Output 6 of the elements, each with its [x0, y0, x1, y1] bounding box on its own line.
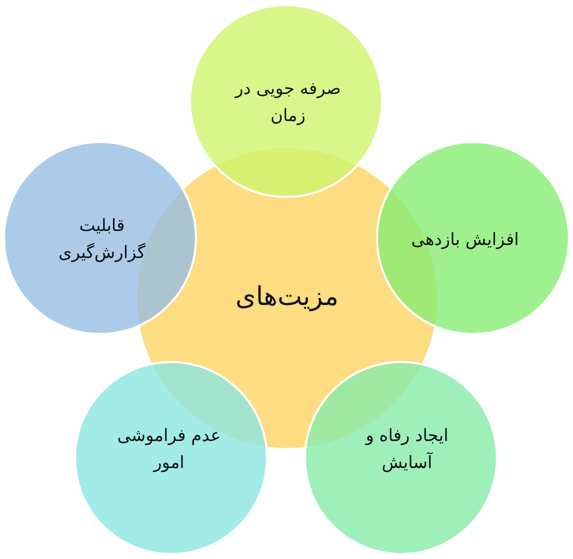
benefit-text: ایجاد رفاه و آسایش [364, 425, 450, 476]
benefit-text: افزایش بازدهی [410, 228, 520, 252]
benefit-text: صرفه جویی در زمان [233, 78, 342, 128]
benefit-text: قابلیت گزارش‌گیری [57, 215, 147, 266]
title-text: مزیت‌های [234, 281, 340, 314]
benefit-text: عدم فراموشی امور [116, 425, 222, 476]
